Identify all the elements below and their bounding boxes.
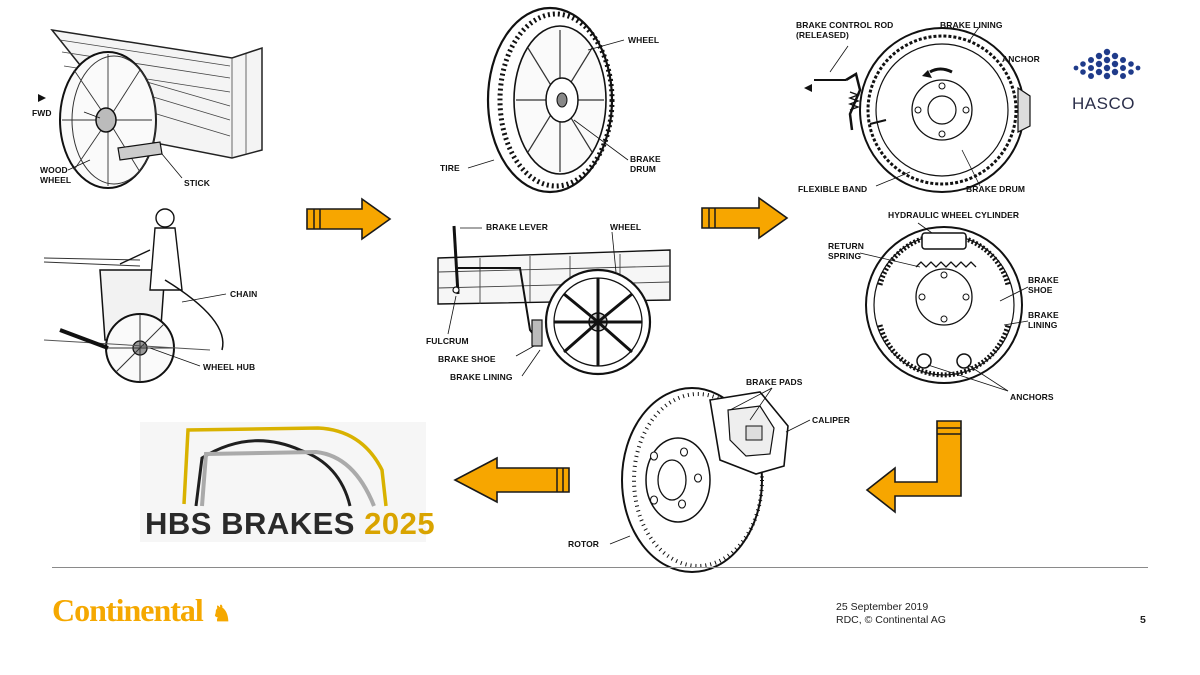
label-fwd: FWD [32, 108, 52, 118]
continental-logo: Continental ♞ [52, 592, 232, 629]
chariot-drawing [43, 208, 227, 383]
label-brake-lining-lever: BRAKE LINING [450, 372, 513, 382]
label-anchor: ANCHOR [1002, 54, 1040, 64]
label-brake-lining-band: BRAKE LINING [940, 20, 1003, 30]
label-flexible-band: FLEXIBLE BAND [798, 184, 868, 194]
label-brake-lever: BRAKE LEVER [486, 222, 549, 232]
label-brake-lining-drum: BRAKE LINING [1028, 310, 1059, 330]
page-number: 5 [1140, 614, 1146, 626]
wagon-wheel-drawing [38, 28, 263, 189]
hasco-logo [1066, 44, 1150, 114]
label-brake-pads: BRAKE PADS [746, 377, 803, 387]
label-brake-drum-band: BRAKE DRUM [966, 184, 1026, 194]
drum-brake-panel: HYDRAULIC WHEEL CYLINDER RETURN SPRING B… [820, 205, 1080, 405]
hbs-text-year: 2025 [364, 506, 436, 541]
disc-brake-drawing [609, 387, 811, 573]
footer-date: 25 September 2019 [836, 601, 929, 613]
hbs-wordmark: HBS BRAKES 2025 [145, 506, 435, 542]
hasco-dots-icon [1073, 48, 1141, 80]
tire-wheel-panel: WHEEL TIRE BRAKE DRUM [420, 0, 680, 200]
band-brake-drawing [804, 25, 1031, 193]
label-brake-shoe-lever: BRAKE SHOE [438, 354, 496, 364]
label-anchors: ANCHORS [1010, 392, 1054, 402]
horse-icon: ♞ [211, 601, 232, 626]
hbs-car-outline-icon [182, 426, 388, 507]
arrow-right-1 [306, 197, 392, 241]
footer-meta: 25 September 2019 RDC, © Continental AG [836, 601, 946, 627]
footer-credit: RDC, © Continental AG [836, 614, 946, 626]
label-hydraulic-cylinder: HYDRAULIC WHEEL CYLINDER [888, 210, 1020, 220]
arrow-down-left [865, 420, 962, 514]
footer-divider [52, 567, 1148, 568]
arrow-left [453, 456, 570, 504]
label-caliper: CALIPER [812, 415, 851, 425]
label-wood-wheel: WOOD WHEEL [40, 165, 72, 185]
hasco-wordmark: HASCO [1072, 94, 1135, 113]
label-brake-shoe-drum: BRAKE SHOE [1028, 275, 1059, 295]
label-stick: STICK [184, 178, 210, 188]
hbs-logo [140, 422, 426, 542]
band-brake-panel: BRAKE CONTROL ROD (RELEASED) BRAKE LININ… [790, 10, 1070, 200]
lever-brake-panel: BRAKE LEVER WHEEL FULCRUM BRAKE SHOE BRA… [420, 210, 680, 390]
chariot-panel: CHAIN WHEEL HUB [0, 200, 290, 390]
label-rotor: ROTOR [568, 539, 600, 549]
continental-wordmark: Continental [52, 592, 204, 628]
wagon-wheel-panel: FWD WOOD WHEEL STICK [0, 0, 290, 200]
label-wheel-hub: WHEEL HUB [203, 362, 256, 372]
label-brake-control-rod: BRAKE CONTROL ROD (RELEASED) [796, 20, 894, 40]
drum-brake-drawing [859, 222, 1029, 392]
lever-brake-drawing [437, 225, 671, 377]
tire-wheel-drawing [467, 6, 629, 194]
hbs-text-part1: HBS BRAKES [145, 506, 365, 541]
label-fulcrum: FULCRUM [426, 336, 469, 346]
label-wheel-top: WHEEL [628, 35, 660, 45]
label-return-spring: RETURN SPRING [828, 241, 865, 261]
label-wheel-lever: WHEEL [610, 222, 642, 232]
disc-brake-panel: BRAKE PADS CALIPER ROTOR [560, 370, 880, 573]
label-tire: TIRE [440, 163, 460, 173]
label-chain: CHAIN [230, 289, 258, 299]
arrow-right-2 [701, 196, 789, 240]
label-brake-drum-top: BRAKE DRUM [630, 154, 661, 174]
